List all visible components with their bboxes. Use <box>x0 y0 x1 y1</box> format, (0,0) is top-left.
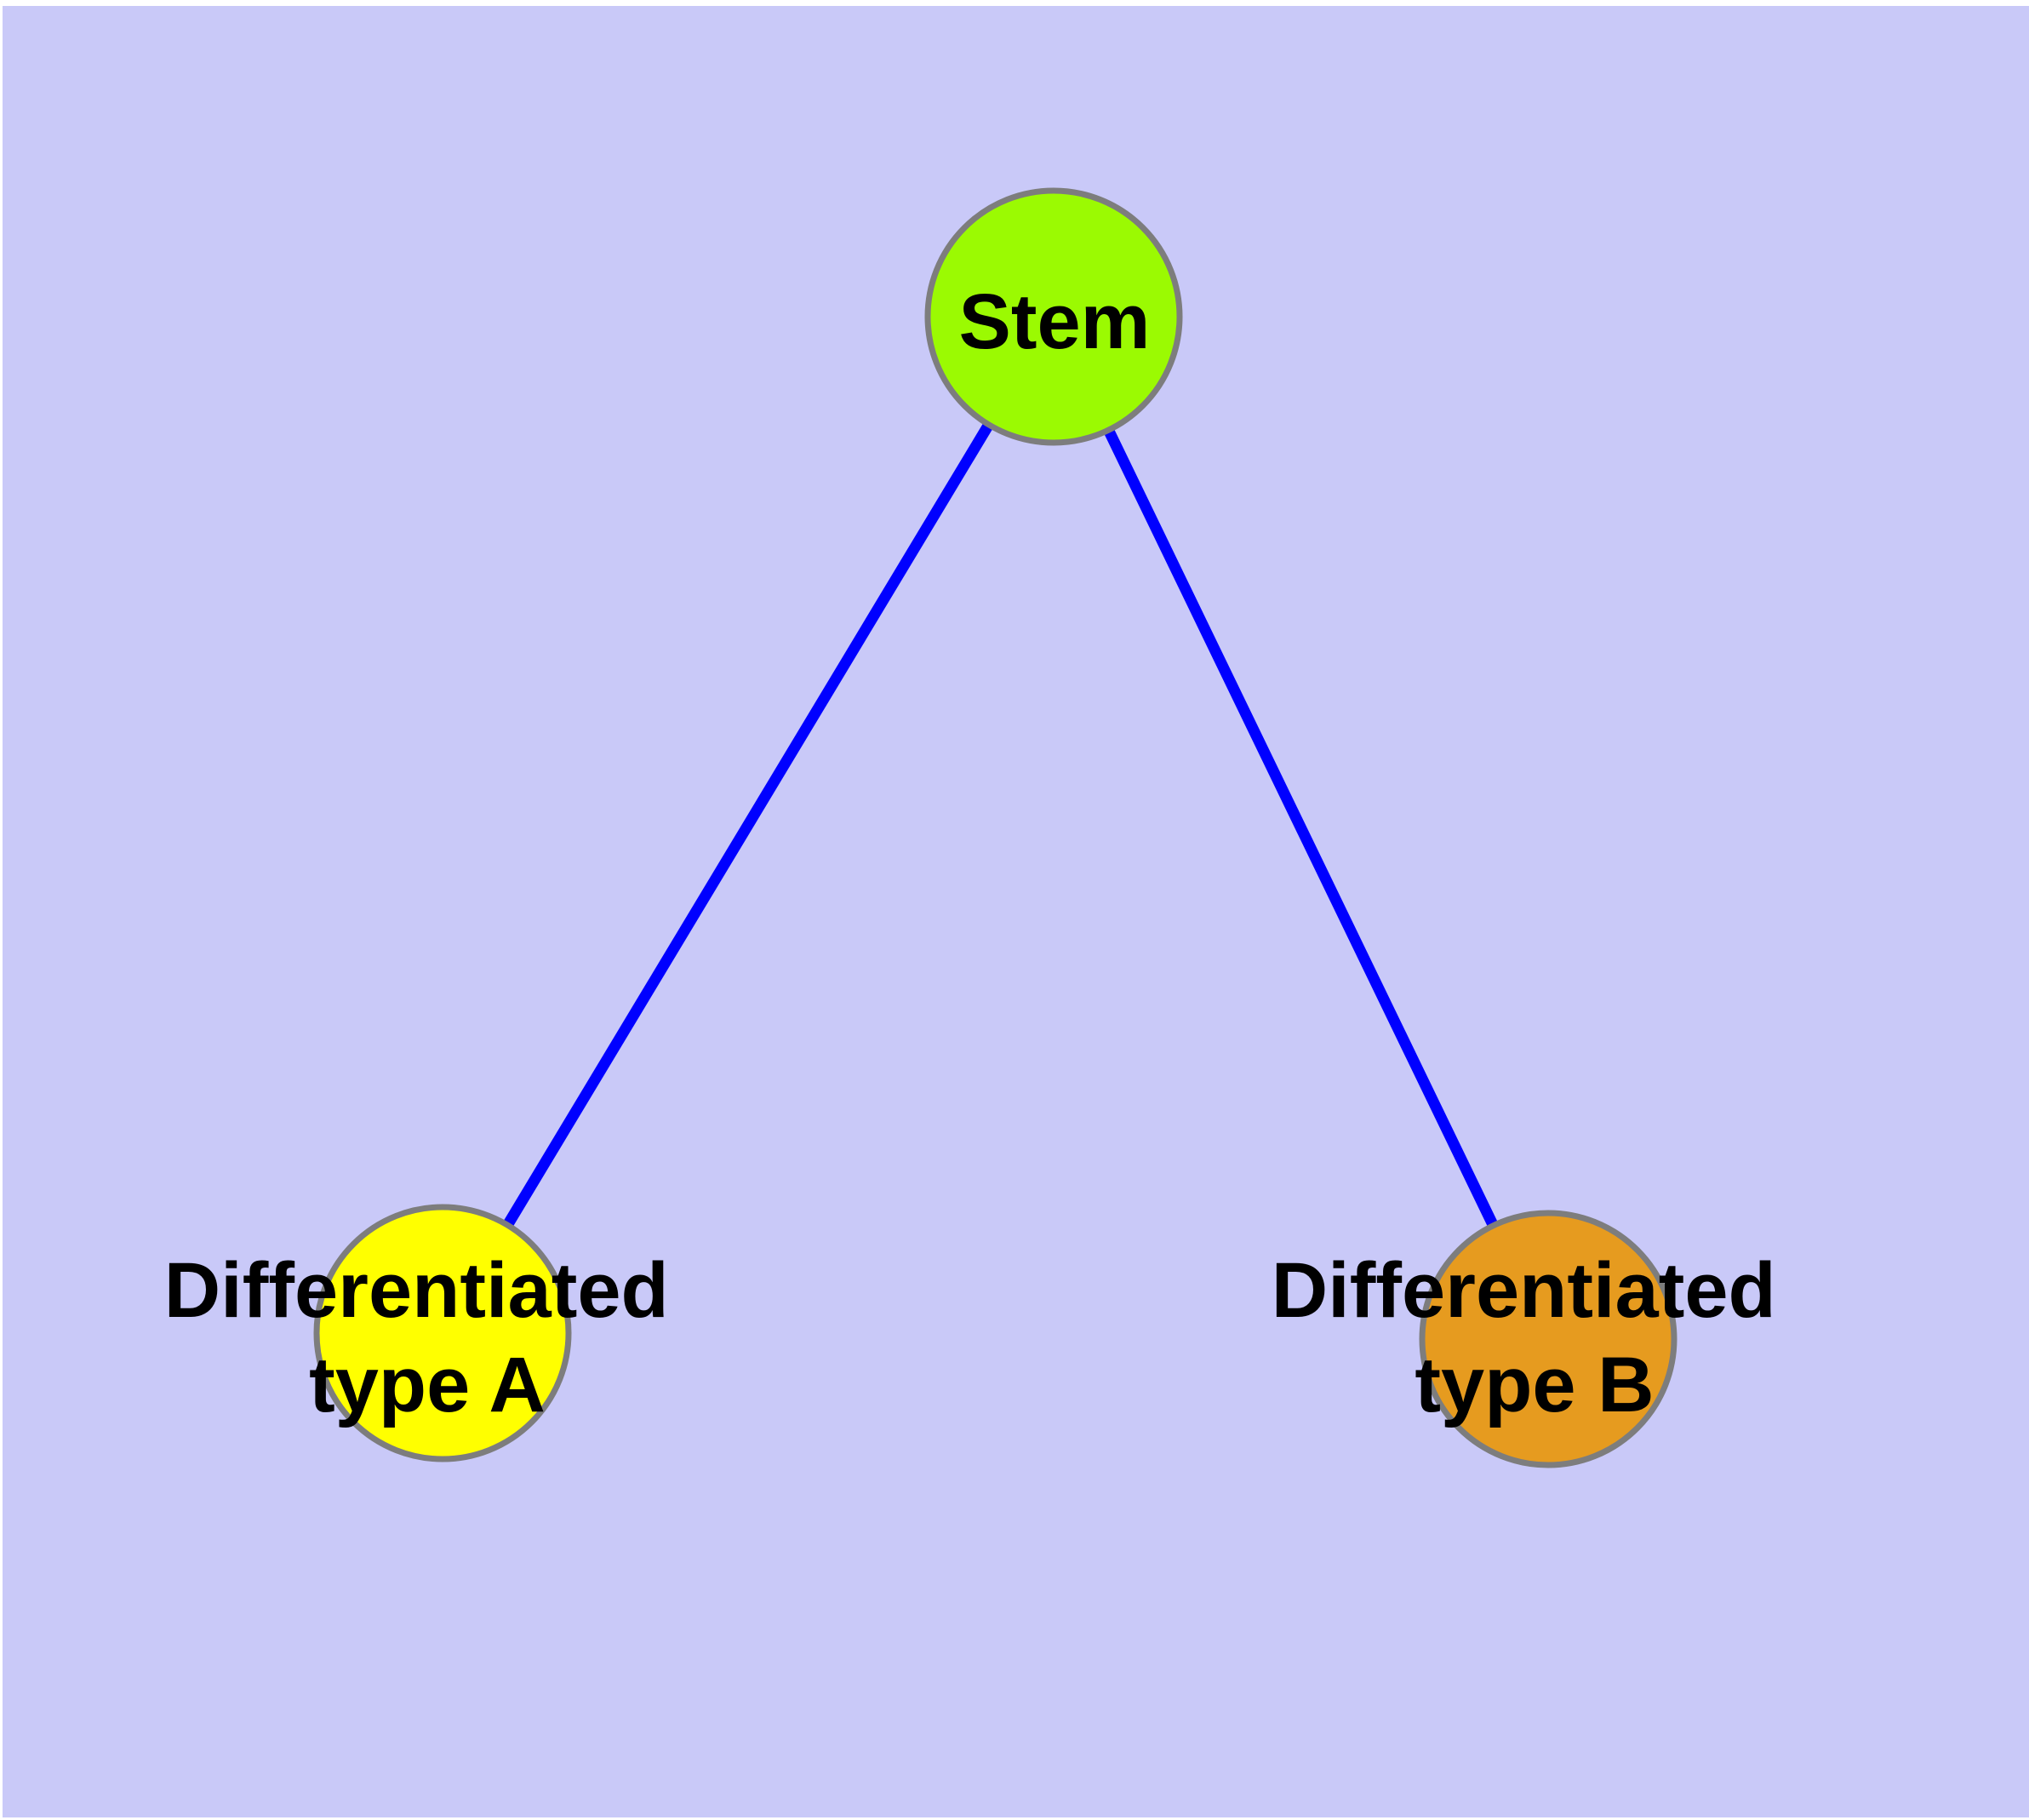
edge-stem-to-type-b <box>1049 314 1553 1342</box>
node-label-type-b-line2: type B <box>1415 1342 1654 1428</box>
node-label-type-a: Differentiated type A <box>164 1247 691 1428</box>
node-differentiated-type-a <box>313 1204 572 1462</box>
node-label-stem: Stem <box>959 278 1151 365</box>
node-label-type-a-line1: Differentiated <box>164 1247 669 1334</box>
node-label-type-b-line1: Differentiated <box>1272 1247 1776 1334</box>
node-label-type-b: Differentiated type B <box>1272 1247 1798 1428</box>
node-label-type-a-line2: type A <box>309 1342 546 1428</box>
edge-stem-to-type-a <box>437 313 1059 1336</box>
node-differentiated-type-b <box>1419 1210 1677 1468</box>
node-stem <box>924 187 1183 446</box>
